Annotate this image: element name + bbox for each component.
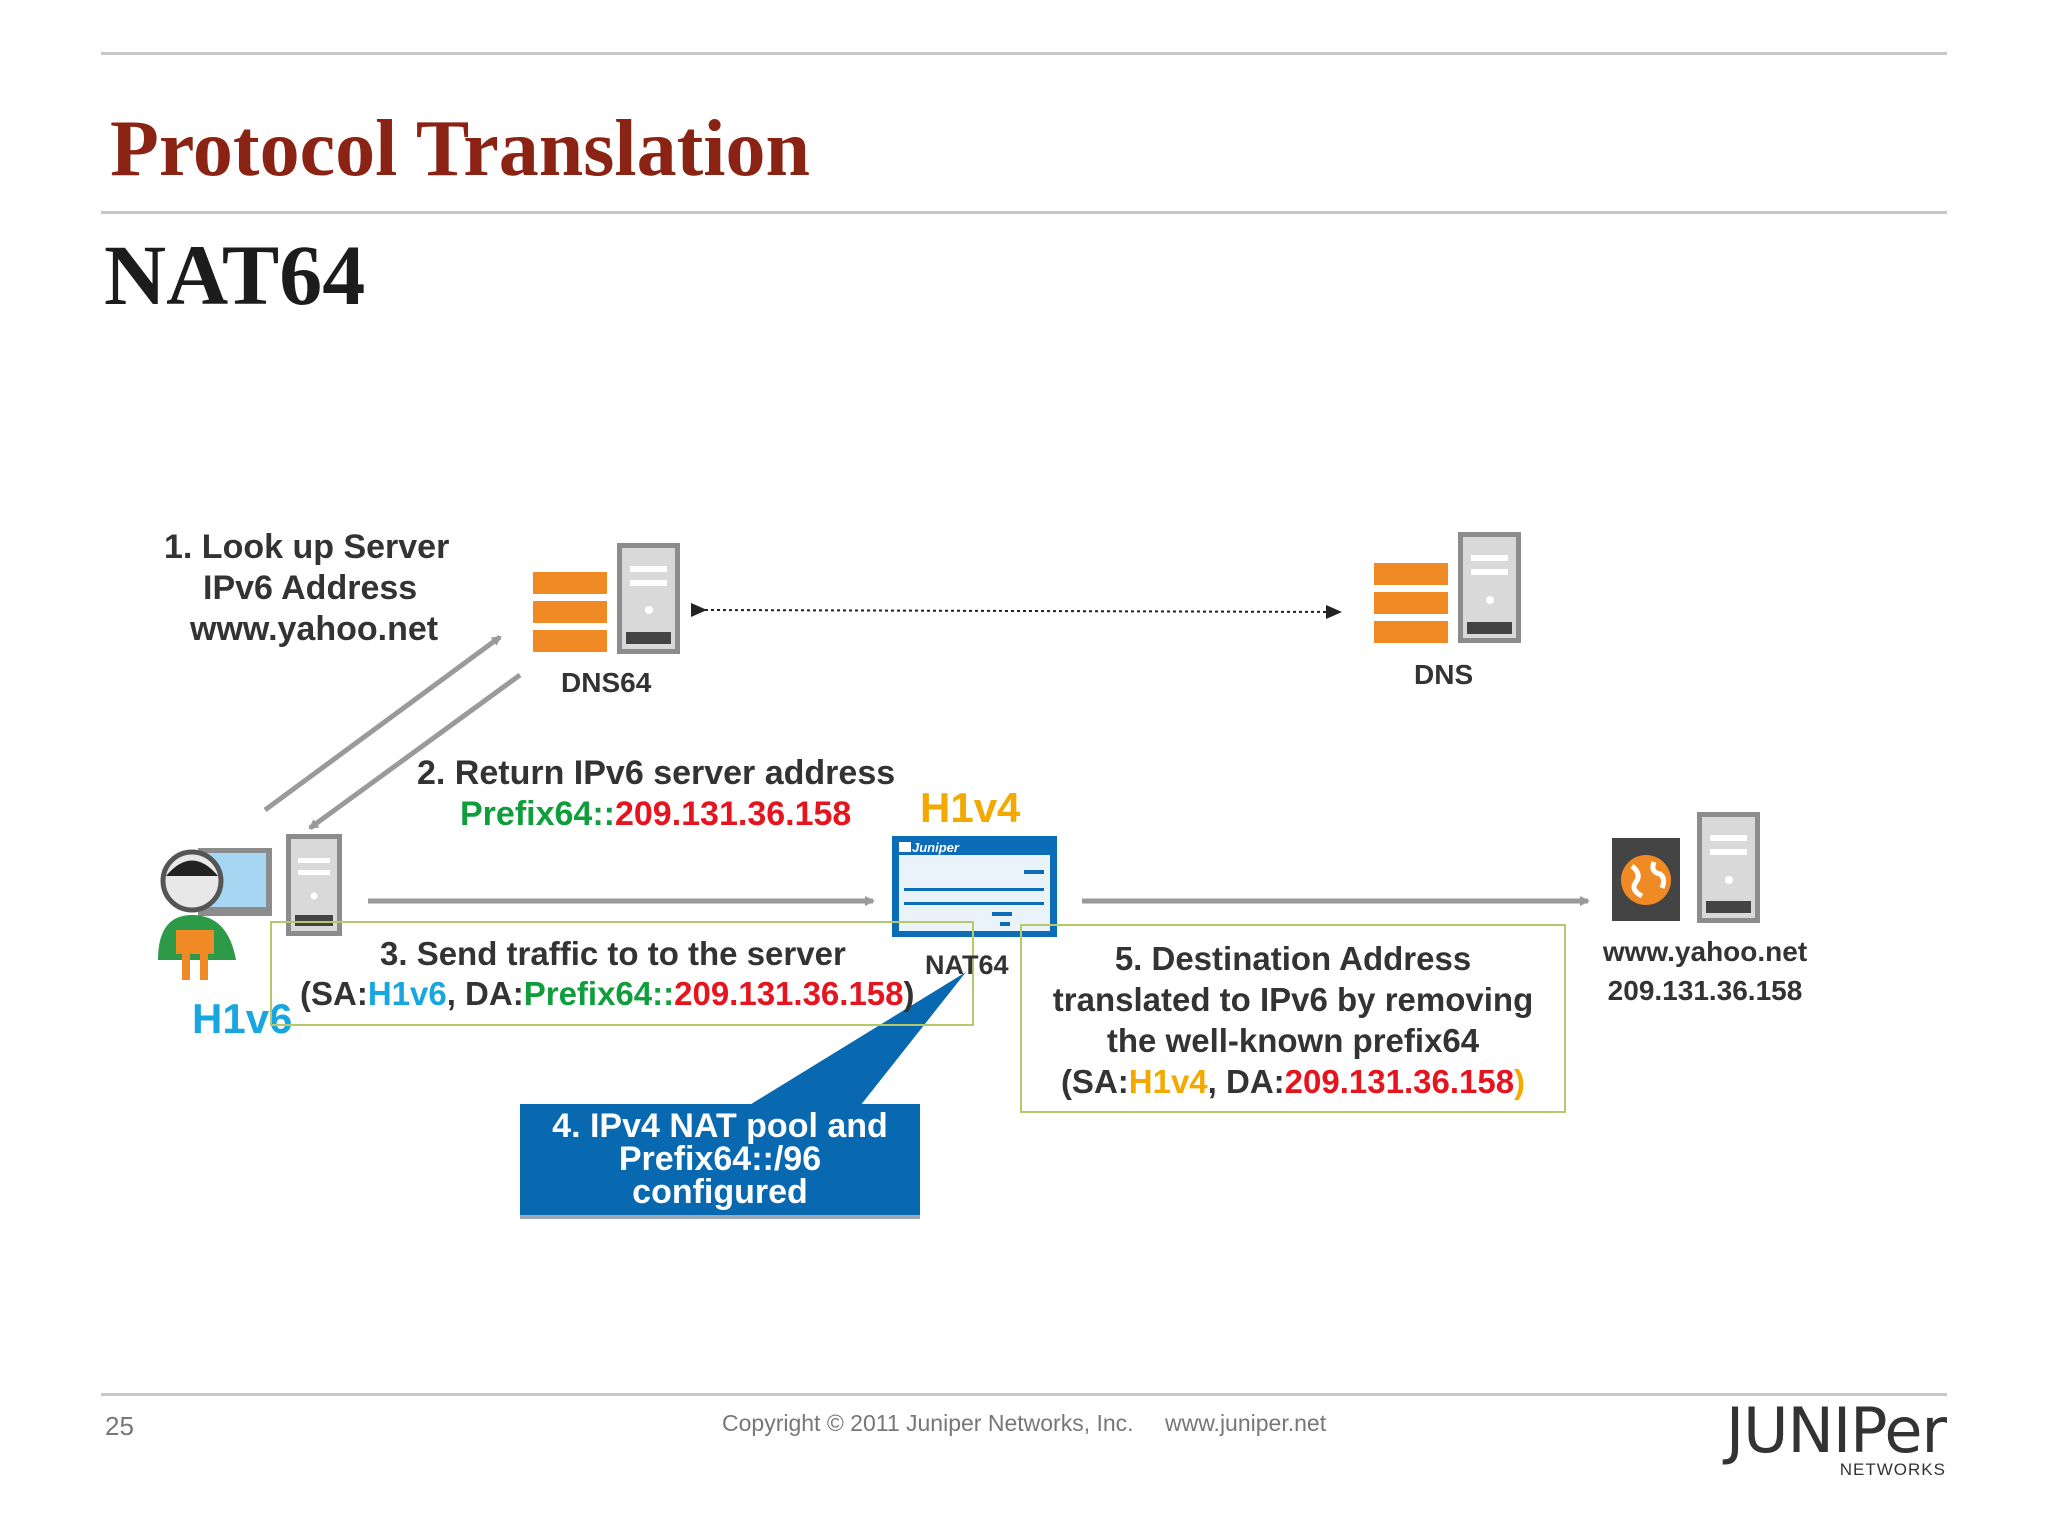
step3-sa-open: (SA: — [300, 975, 368, 1012]
step3-addresses: (SA:H1v6, DA:Prefix64::209.131.36.158) — [300, 975, 915, 1013]
step2-address: Prefix64::209.131.36.158 — [460, 795, 851, 834]
dns64-server-icon — [533, 543, 680, 654]
copyright-text: Copyright © 2011 Juniper Networks, Inc. — [722, 1410, 1134, 1436]
step2-prefix: Prefix64:: — [460, 795, 615, 833]
step2-line1: 2. Return IPv6 server address — [417, 754, 896, 792]
dns64-label: DNS64 — [561, 667, 652, 698]
step1-line2: IPv6 Address — [203, 569, 418, 607]
step3-ip: 209.131.36.158 — [674, 975, 904, 1012]
step5-text: 5. Destination Address translated to IPv… — [1020, 938, 1566, 1102]
dns-link-arrow — [690, 602, 1342, 619]
page-number: 25 — [105, 1411, 134, 1441]
step3-close: ) — [903, 975, 915, 1012]
step1-line1: 1. Look up Server — [164, 528, 450, 566]
step3-line1: 3. Send traffic to to the server — [380, 935, 846, 972]
logo-subtext: NETWORKS — [1839, 1460, 1946, 1479]
server-name-label: www.yahoo.net — [1602, 936, 1808, 967]
step5-box — [1020, 924, 1566, 1113]
step5-line1: 5. Destination Address — [1114, 940, 1472, 977]
step5-sa: H1v4 — [1128, 1063, 1208, 1100]
step4-line3: configured — [632, 1173, 808, 1211]
step3-da-sep: , DA: — [446, 975, 524, 1012]
step5-addresses: (SA:H1v4, DA:209.131.36.158) — [1020, 1061, 1566, 1102]
juniper-logo: JUNIPer NETWORKS — [1690, 1394, 1947, 1480]
step3-prefix: Prefix64:: — [523, 975, 675, 1012]
callout-pointer — [748, 972, 966, 1106]
step5-line2: translated to IPv6 by removing — [1052, 981, 1534, 1018]
nat64-label: NAT64 — [925, 950, 1009, 980]
step1-line3: www.yahoo.net — [190, 610, 439, 648]
dns-server-icon — [1374, 532, 1521, 643]
step5-da-sep: , DA: — [1207, 1063, 1285, 1100]
step3-sa: H1v6 — [367, 975, 447, 1012]
server-ip-label: 209.131.36.158 — [1607, 975, 1803, 1006]
return-arrow — [308, 672, 522, 831]
step5-sa-open: (SA: — [1060, 1063, 1129, 1100]
top-divider — [101, 52, 1947, 55]
website-link[interactable]: www.juniper.net — [1165, 1410, 1327, 1436]
host-user-icon — [158, 848, 272, 980]
step2-ip: 209.131.36.158 — [614, 795, 852, 833]
web-server-tower-icon — [1697, 812, 1760, 923]
nat64-router-icon — [892, 836, 1057, 937]
web-server-globe-icon — [1612, 838, 1680, 921]
slide-title: Protocol Translation — [110, 105, 810, 193]
footer-divider — [101, 1393, 1947, 1396]
h1v4-label: H1v4 — [920, 784, 1021, 831]
query-arrow — [263, 634, 502, 813]
step3-box — [270, 921, 974, 1026]
h1v6-label: H1v6 — [192, 995, 293, 1042]
step5-ip: 209.131.36.158 — [1284, 1063, 1515, 1100]
step4-line2: Prefix64::/96 — [618, 1140, 822, 1178]
step4-line1: 4. IPv4 NAT pool and — [552, 1107, 888, 1145]
slide-subtitle: NAT64 — [104, 227, 366, 323]
step5-line3: the well-known prefix64 — [1106, 1022, 1480, 1059]
title-divider — [101, 211, 1947, 214]
router-brand-label: Juniper — [912, 840, 959, 855]
logo-wordmark: JUNIPer — [1725, 1394, 1947, 1467]
dns-label: DNS — [1414, 659, 1474, 690]
step4-callout: 4. IPv4 NAT pool and Prefix64::/96 confi… — [520, 1104, 920, 1215]
step5-close: ) — [1514, 1063, 1526, 1100]
host-pc-tower-icon — [286, 834, 342, 936]
